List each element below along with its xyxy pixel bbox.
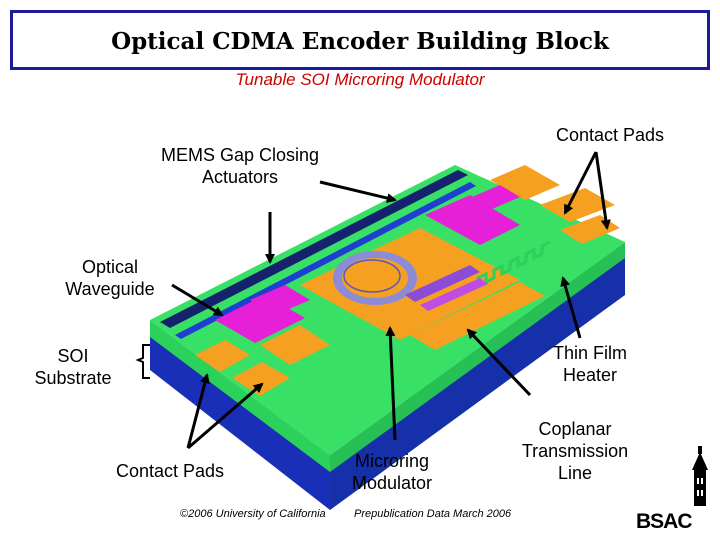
- label-microring-line1: Microring: [354, 451, 429, 471]
- footer-prepublication: Prepublication Data March 2006: [354, 508, 512, 520]
- label-optical-waveguide: Optical Waveguide: [45, 256, 175, 300]
- label-waveguide-line2: Waveguide: [65, 279, 155, 299]
- label-contact-pads-bottom: Contact Pads: [115, 461, 225, 481]
- label-soi-line2: Substrate: [34, 368, 112, 388]
- footer-copyright: ©2006 University of California: [180, 508, 326, 520]
- label-soi-line1: SOI: [57, 346, 89, 366]
- bsac-logo: BSAC: [636, 510, 693, 533]
- label-mems-actuators: MEMS Gap Closing Actuators: [140, 144, 340, 188]
- label-mems-line2: Actuators: [201, 167, 279, 187]
- title-box: Optical CDMA Encoder Building Block: [10, 10, 710, 70]
- coplanar-line: [405, 265, 488, 311]
- arrow-heater: [560, 276, 582, 339]
- label-mems-line1: MEMS Gap Closing: [160, 145, 320, 165]
- arrow-mems-1: [319, 180, 397, 203]
- label-soi-substrate: SOI Substrate: [18, 345, 128, 389]
- soi-bracket: [135, 344, 150, 379]
- mems-actuators-shapes: [215, 185, 520, 343]
- slide-title: Optical CDMA Encoder Building Block: [111, 28, 609, 55]
- arrow-contact-pads-bottom-1: [186, 373, 210, 449]
- arrow-contact-pads-top-1: [563, 151, 598, 215]
- label-waveguide-line1: Optical: [81, 257, 139, 277]
- slide-subtitle: Tunable SOI Microring Modulator: [235, 70, 485, 89]
- label-coplanar-line1: Coplanar: [538, 419, 612, 439]
- label-heater-line1: Thin Film: [552, 343, 627, 363]
- arrow-contact-pads-bottom-2: [187, 382, 264, 450]
- label-contact-pads-top: Contact Pads: [555, 125, 665, 145]
- label-coplanar-line: Coplanar Transmission Line: [500, 418, 650, 484]
- contact-pads-bottom-shapes: [195, 325, 330, 396]
- label-microring-line2: Modulator: [351, 473, 433, 493]
- optical-waveguide: [160, 170, 476, 339]
- arrow-coplanar: [466, 328, 532, 397]
- label-heater-line2: Heater: [562, 365, 618, 385]
- label-coplanar-line3: Line: [557, 463, 593, 483]
- label-thin-film-heater: Thin Film Heater: [530, 342, 650, 386]
- tower-icon: [692, 446, 708, 506]
- callout-arrows: [171, 151, 611, 450]
- microring: [333, 251, 417, 305]
- arrow-contact-pads-top-2: [594, 151, 611, 230]
- arrow-waveguide: [171, 283, 224, 317]
- label-coplanar-line2: Transmission: [521, 441, 629, 461]
- label-microring-modulator: Microring Modulator: [322, 450, 462, 494]
- arrow-microring: [385, 326, 397, 441]
